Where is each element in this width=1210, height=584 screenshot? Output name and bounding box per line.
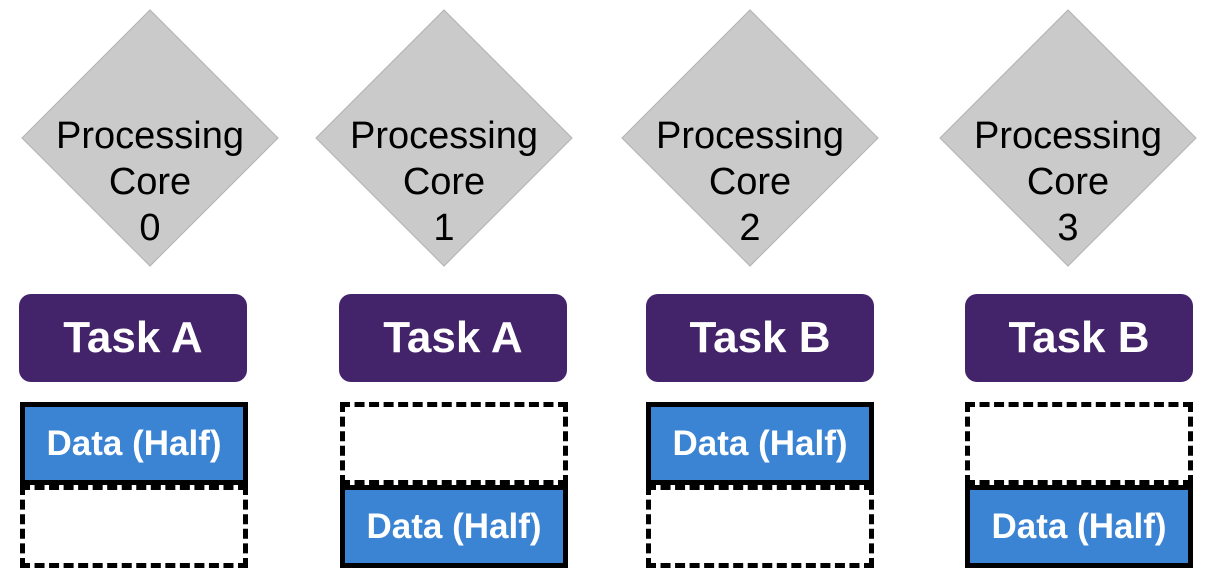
core-label-line2: Core xyxy=(108,161,192,203)
task-box: Task A xyxy=(19,294,247,382)
core-number: 0 xyxy=(139,207,161,249)
core-label-line1: Processing xyxy=(656,115,844,157)
core-label-line1: Processing xyxy=(974,115,1162,157)
core-label-line1: Processing xyxy=(56,115,244,157)
empty-data-slot xyxy=(646,485,874,568)
core-number: 3 xyxy=(1057,207,1079,249)
data-half-block: Data (Half) xyxy=(340,485,568,568)
core-number: 2 xyxy=(739,207,761,249)
processing-core-label: Processing Core 1 xyxy=(324,113,564,251)
empty-data-slot xyxy=(965,402,1193,485)
core-number: 1 xyxy=(433,207,455,249)
data-half-block: Data (Half) xyxy=(20,402,248,485)
task-box: Task A xyxy=(339,294,567,382)
empty-data-slot xyxy=(20,485,248,568)
core-label-line2: Core xyxy=(708,161,792,203)
processing-core-label: Processing Core 3 xyxy=(948,113,1188,251)
core-column-0: Processing Core 0 Task A Data (Half) xyxy=(19,0,279,584)
core-column-2: Processing Core 2 Task B Data (Half) xyxy=(621,0,879,584)
data-half-block: Data (Half) xyxy=(646,402,874,485)
core-label-line1: Processing xyxy=(350,115,538,157)
task-box: Task B xyxy=(965,294,1193,382)
processing-core-label: Processing Core 0 xyxy=(30,113,270,251)
data-half-block: Data (Half) xyxy=(965,485,1193,568)
core-column-3: Processing Core 3 Task B Data (Half) xyxy=(939,0,1197,584)
processing-core-label: Processing Core 2 xyxy=(630,113,870,251)
core-label-line2: Core xyxy=(1026,161,1110,203)
task-box: Task B xyxy=(646,294,874,382)
empty-data-slot xyxy=(340,402,568,485)
core-label-line2: Core xyxy=(402,161,486,203)
core-column-1: Processing Core 1 Task A Data (Half) xyxy=(315,0,573,584)
